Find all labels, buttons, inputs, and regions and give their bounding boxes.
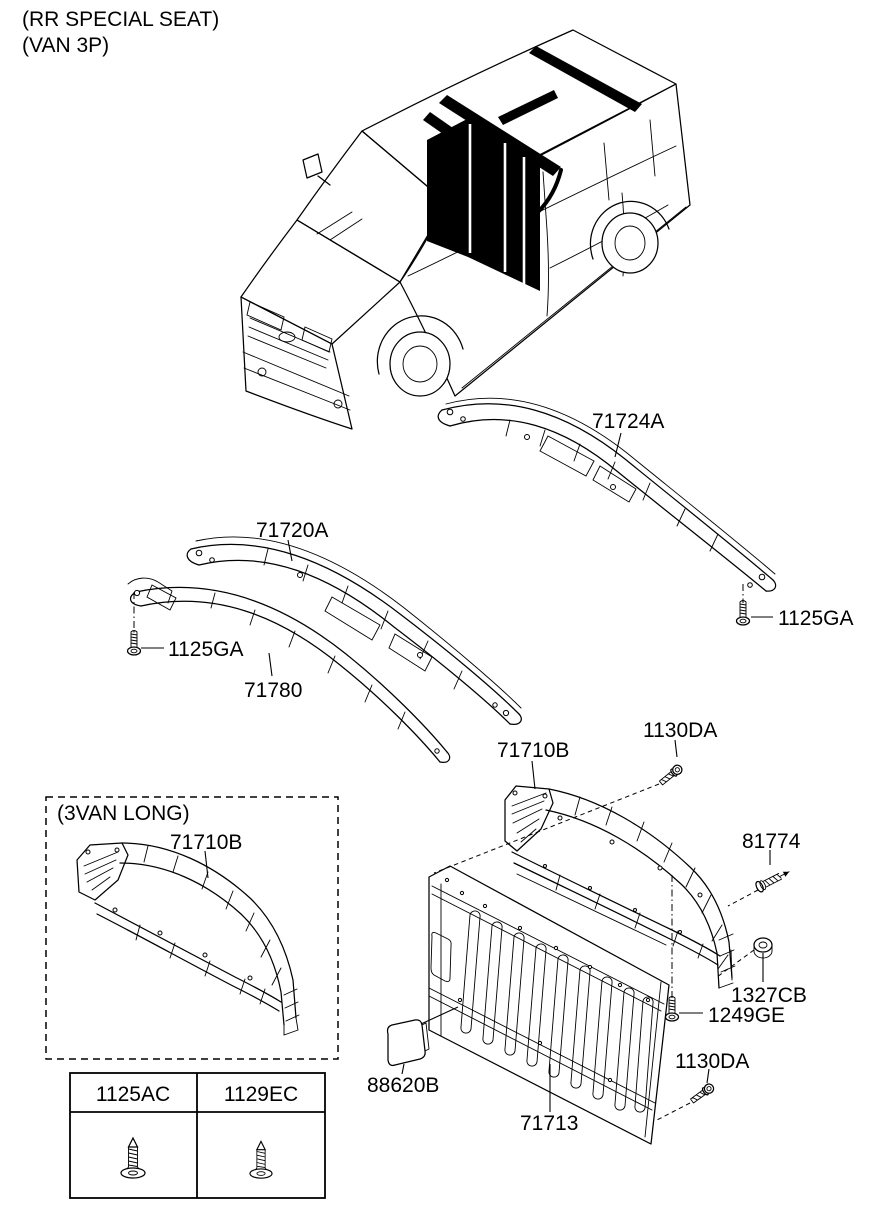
fastener-label-1125ga-right: 1125GA (778, 607, 854, 630)
fastener-table: 1125AC 1129EC (69, 1072, 326, 1199)
screw-icon-1125ga-left (126, 630, 142, 656)
part-71724a-drawing (437, 397, 777, 592)
part-label-71713: 71713 (520, 1112, 578, 1135)
fastener-label-1125ga-left: 1125GA (168, 638, 244, 661)
fastener-label-1130da-lower: 1130DA (675, 1050, 749, 1073)
part-71710b-drawing (504, 785, 736, 989)
part-71720a-drawing (186, 536, 522, 725)
part-label-71720a: 71720A (256, 519, 328, 542)
leader-71724a (614, 432, 622, 458)
header-note-line1: (RR SPECIAL SEAT) (22, 8, 219, 31)
pointer-1130da-upper (433, 783, 660, 874)
pointer-1327cb (716, 949, 755, 978)
leader-1130da-upper (674, 739, 678, 758)
part-label-71780: 71780 (244, 679, 302, 702)
fastener-label-1327cb: 1327CB (731, 984, 807, 1007)
inset-part-label-71710b: 71710B (170, 831, 242, 854)
van-illustration (240, 29, 691, 430)
header-note-line2: (VAN 3P) (22, 34, 109, 57)
fastener-label-1130da-upper: 1130DA (643, 719, 717, 742)
leader-1130da-lower (706, 1068, 710, 1084)
leader-88620b (401, 1063, 405, 1075)
tapping-screw-icon-1129ec (249, 1140, 273, 1179)
inset-box-3van-long: (3VAN LONG) 71710B (45, 796, 339, 1060)
pointer-88620b (420, 1006, 459, 1025)
highlighted-partition-panel (427, 118, 540, 291)
leader-71780 (268, 652, 273, 677)
screw-icon-1249ge (664, 996, 680, 1022)
part-label-71710b: 71710B (497, 739, 569, 762)
part-label-71724a: 71724A (592, 410, 664, 433)
leader-inset-71710b (204, 850, 209, 879)
part-71780-drawing (127, 577, 451, 763)
fastener-label-1249ge: 1249GE (708, 1004, 785, 1027)
table-header-1125ac: 1125AC (96, 1083, 170, 1106)
part-71713-drawing (428, 865, 670, 1145)
screw-icon-1125ga-right (735, 600, 751, 626)
inset-title: (3VAN LONG) (57, 802, 190, 825)
fastener-label-81774: 81774 (742, 830, 801, 853)
pointer-1130da-lower (654, 1102, 691, 1122)
tapping-screw-icon-1125ac (120, 1136, 146, 1179)
pointer-81774 (727, 889, 759, 907)
screw-icon-81774 (755, 871, 790, 893)
part-88620b-drawing (386, 1019, 430, 1067)
leader-71710b (531, 760, 536, 790)
part-label-88620b: 88620B (367, 1074, 439, 1097)
bolt-icon-1130da-upper (658, 764, 683, 786)
inset-part-71710b-long-drawing (76, 842, 300, 1036)
table-header-1129ec: 1129EC (224, 1083, 298, 1106)
bolt-icon-1130da-lower (690, 1083, 715, 1104)
leader-71720a (287, 539, 293, 562)
